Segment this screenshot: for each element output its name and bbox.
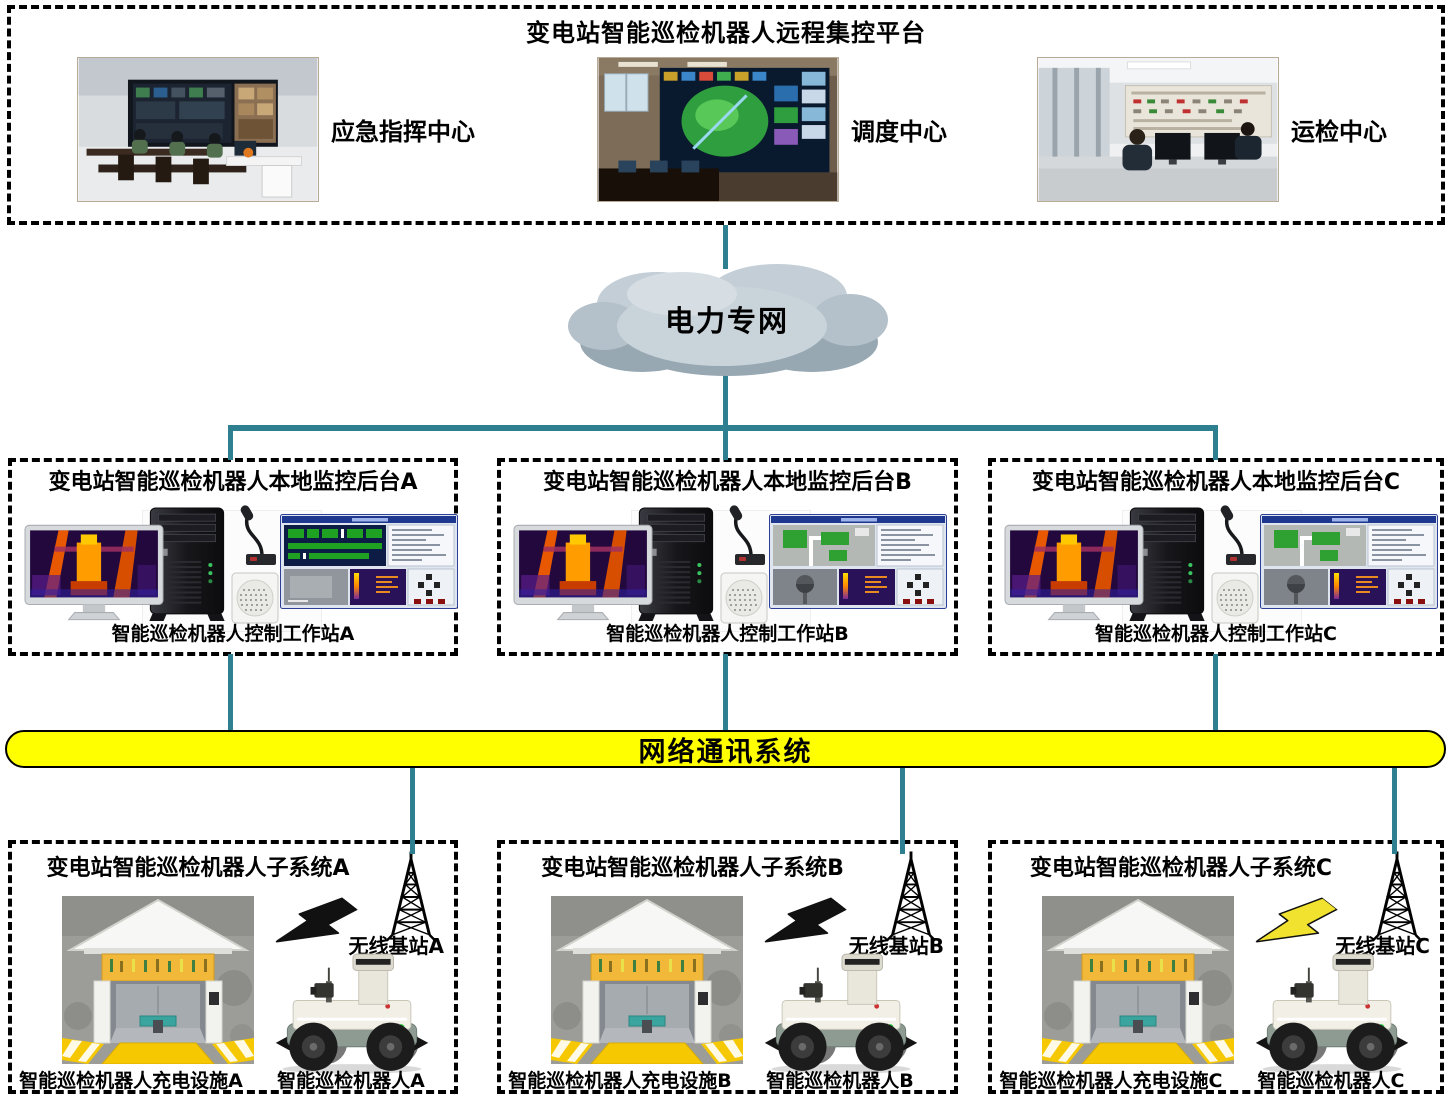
gooseneck-mic-icon bbox=[711, 502, 769, 568]
thermal-monitor-icon bbox=[24, 524, 164, 622]
speaker-icon bbox=[231, 572, 280, 625]
charging-station-caption: 智能巡检机器人充电设施A bbox=[19, 1070, 243, 1092]
local-monitor-backend-b: 变电站智能巡检机器人本地监控后台B 智能巡检机器人控制工作站B bbox=[497, 458, 958, 656]
subsystem-title: 变电站智能巡检机器人子系统C bbox=[1029, 856, 1333, 881]
robot-caption: 智能巡检机器人C bbox=[1257, 1070, 1405, 1092]
cloud-icon bbox=[568, 264, 888, 376]
operation-inspection-center: 运检中心 bbox=[1037, 57, 1387, 202]
emergency-command-center: 应急指挥中心 bbox=[77, 57, 475, 202]
speaker-icon bbox=[720, 572, 769, 625]
backend-title: 变电站智能巡检机器人本地监控后台B bbox=[543, 470, 912, 495]
network-communication-bus: 网络通讯系统 bbox=[5, 730, 1446, 768]
subsystem-title: 变电站智能巡检机器人子系统B bbox=[541, 856, 844, 881]
local-monitor-backend-c: 变电站智能巡检机器人本地监控后台C 智能巡检机器人控制工作站C bbox=[988, 458, 1444, 656]
robot-caption: 智能巡检机器人B bbox=[766, 1070, 914, 1092]
charging-station-photo bbox=[1042, 896, 1234, 1064]
connector-line bbox=[1213, 425, 1218, 460]
robot-subsystem-b: 变电站智能巡检机器人子系统B 无线基站B 智能巡检机器人充电设施B 智能巡检机器… bbox=[497, 840, 958, 1094]
center-label: 调度中心 bbox=[851, 118, 947, 146]
workstation-caption: 智能巡检机器人控制工作站C bbox=[1095, 623, 1337, 645]
backend-title: 变电站智能巡检机器人本地监控后台A bbox=[48, 470, 418, 495]
connector-line bbox=[1392, 764, 1397, 854]
center-label: 应急指挥中心 bbox=[331, 118, 475, 146]
inspection-robot-photo bbox=[1250, 950, 1414, 1076]
dispatch-room-photo bbox=[597, 57, 839, 202]
cloud-label: 电力专网 bbox=[664, 304, 789, 338]
robot-subsystem-a: 变电站智能巡检机器人子系统A 无线基站A 智能巡检机器人充电设施A 智能巡检机器… bbox=[8, 840, 458, 1094]
connector-line bbox=[1213, 654, 1218, 734]
connector-line bbox=[410, 764, 415, 854]
backend-title: 变电站智能巡检机器人本地监控后台C bbox=[1031, 470, 1401, 495]
dispatch-center: 调度中心 bbox=[597, 57, 947, 202]
connector-line bbox=[723, 425, 728, 460]
charging-station-photo bbox=[62, 896, 254, 1064]
inspection-robot-photo bbox=[759, 950, 923, 1076]
thermal-monitor-icon bbox=[513, 524, 653, 622]
local-monitor-backend-a: 变电站智能巡检机器人本地监控后台A 智能巡检机器人控制工作站A bbox=[8, 458, 458, 656]
connector-line bbox=[900, 764, 905, 854]
connector-line bbox=[723, 225, 728, 269]
control-room-photo bbox=[77, 57, 319, 202]
subsystem-title: 变电站智能巡检机器人子系统A bbox=[46, 856, 350, 881]
robot-caption: 智能巡检机器人A bbox=[277, 1070, 425, 1092]
inspection-robot-photo bbox=[270, 950, 434, 1076]
workstation-caption: 智能巡检机器人控制工作站A bbox=[111, 623, 355, 645]
power-private-network-cloud: 电力专网 bbox=[562, 254, 892, 380]
speaker-icon bbox=[1211, 572, 1260, 625]
platform-title: 变电站智能巡检机器人远程集控平台 bbox=[526, 19, 926, 47]
bus-label: 网络通讯系统 bbox=[638, 736, 813, 768]
thermal-monitor-icon bbox=[1004, 524, 1144, 622]
office-room-photo bbox=[1037, 57, 1279, 202]
monitoring-software-screenshot bbox=[769, 514, 947, 609]
charging-station-caption: 智能巡检机器人充电设施B bbox=[508, 1070, 732, 1092]
monitoring-software-screenshot bbox=[280, 514, 458, 609]
workstation-caption: 智能巡检机器人控制工作站B bbox=[606, 623, 849, 645]
connector-line bbox=[228, 654, 233, 734]
monitoring-software-screenshot bbox=[1260, 514, 1438, 609]
connector-line bbox=[723, 654, 728, 734]
connector-line bbox=[723, 366, 728, 430]
charging-station-photo bbox=[551, 896, 743, 1064]
gooseneck-mic-icon bbox=[1202, 502, 1260, 568]
robot-subsystem-c: 变电站智能巡检机器人子系统C 无线基站C 智能巡检机器人充电设施C 智能巡检机器… bbox=[988, 840, 1444, 1094]
center-label: 运检中心 bbox=[1291, 118, 1387, 146]
remote-platform-panel: 变电站智能巡检机器人远程集控平台 应急指挥中心 调度中心 运检中心 bbox=[7, 5, 1445, 225]
charging-station-caption: 智能巡检机器人充电设施C bbox=[999, 1070, 1223, 1092]
connector-line bbox=[228, 425, 233, 460]
gooseneck-mic-icon bbox=[222, 502, 280, 568]
